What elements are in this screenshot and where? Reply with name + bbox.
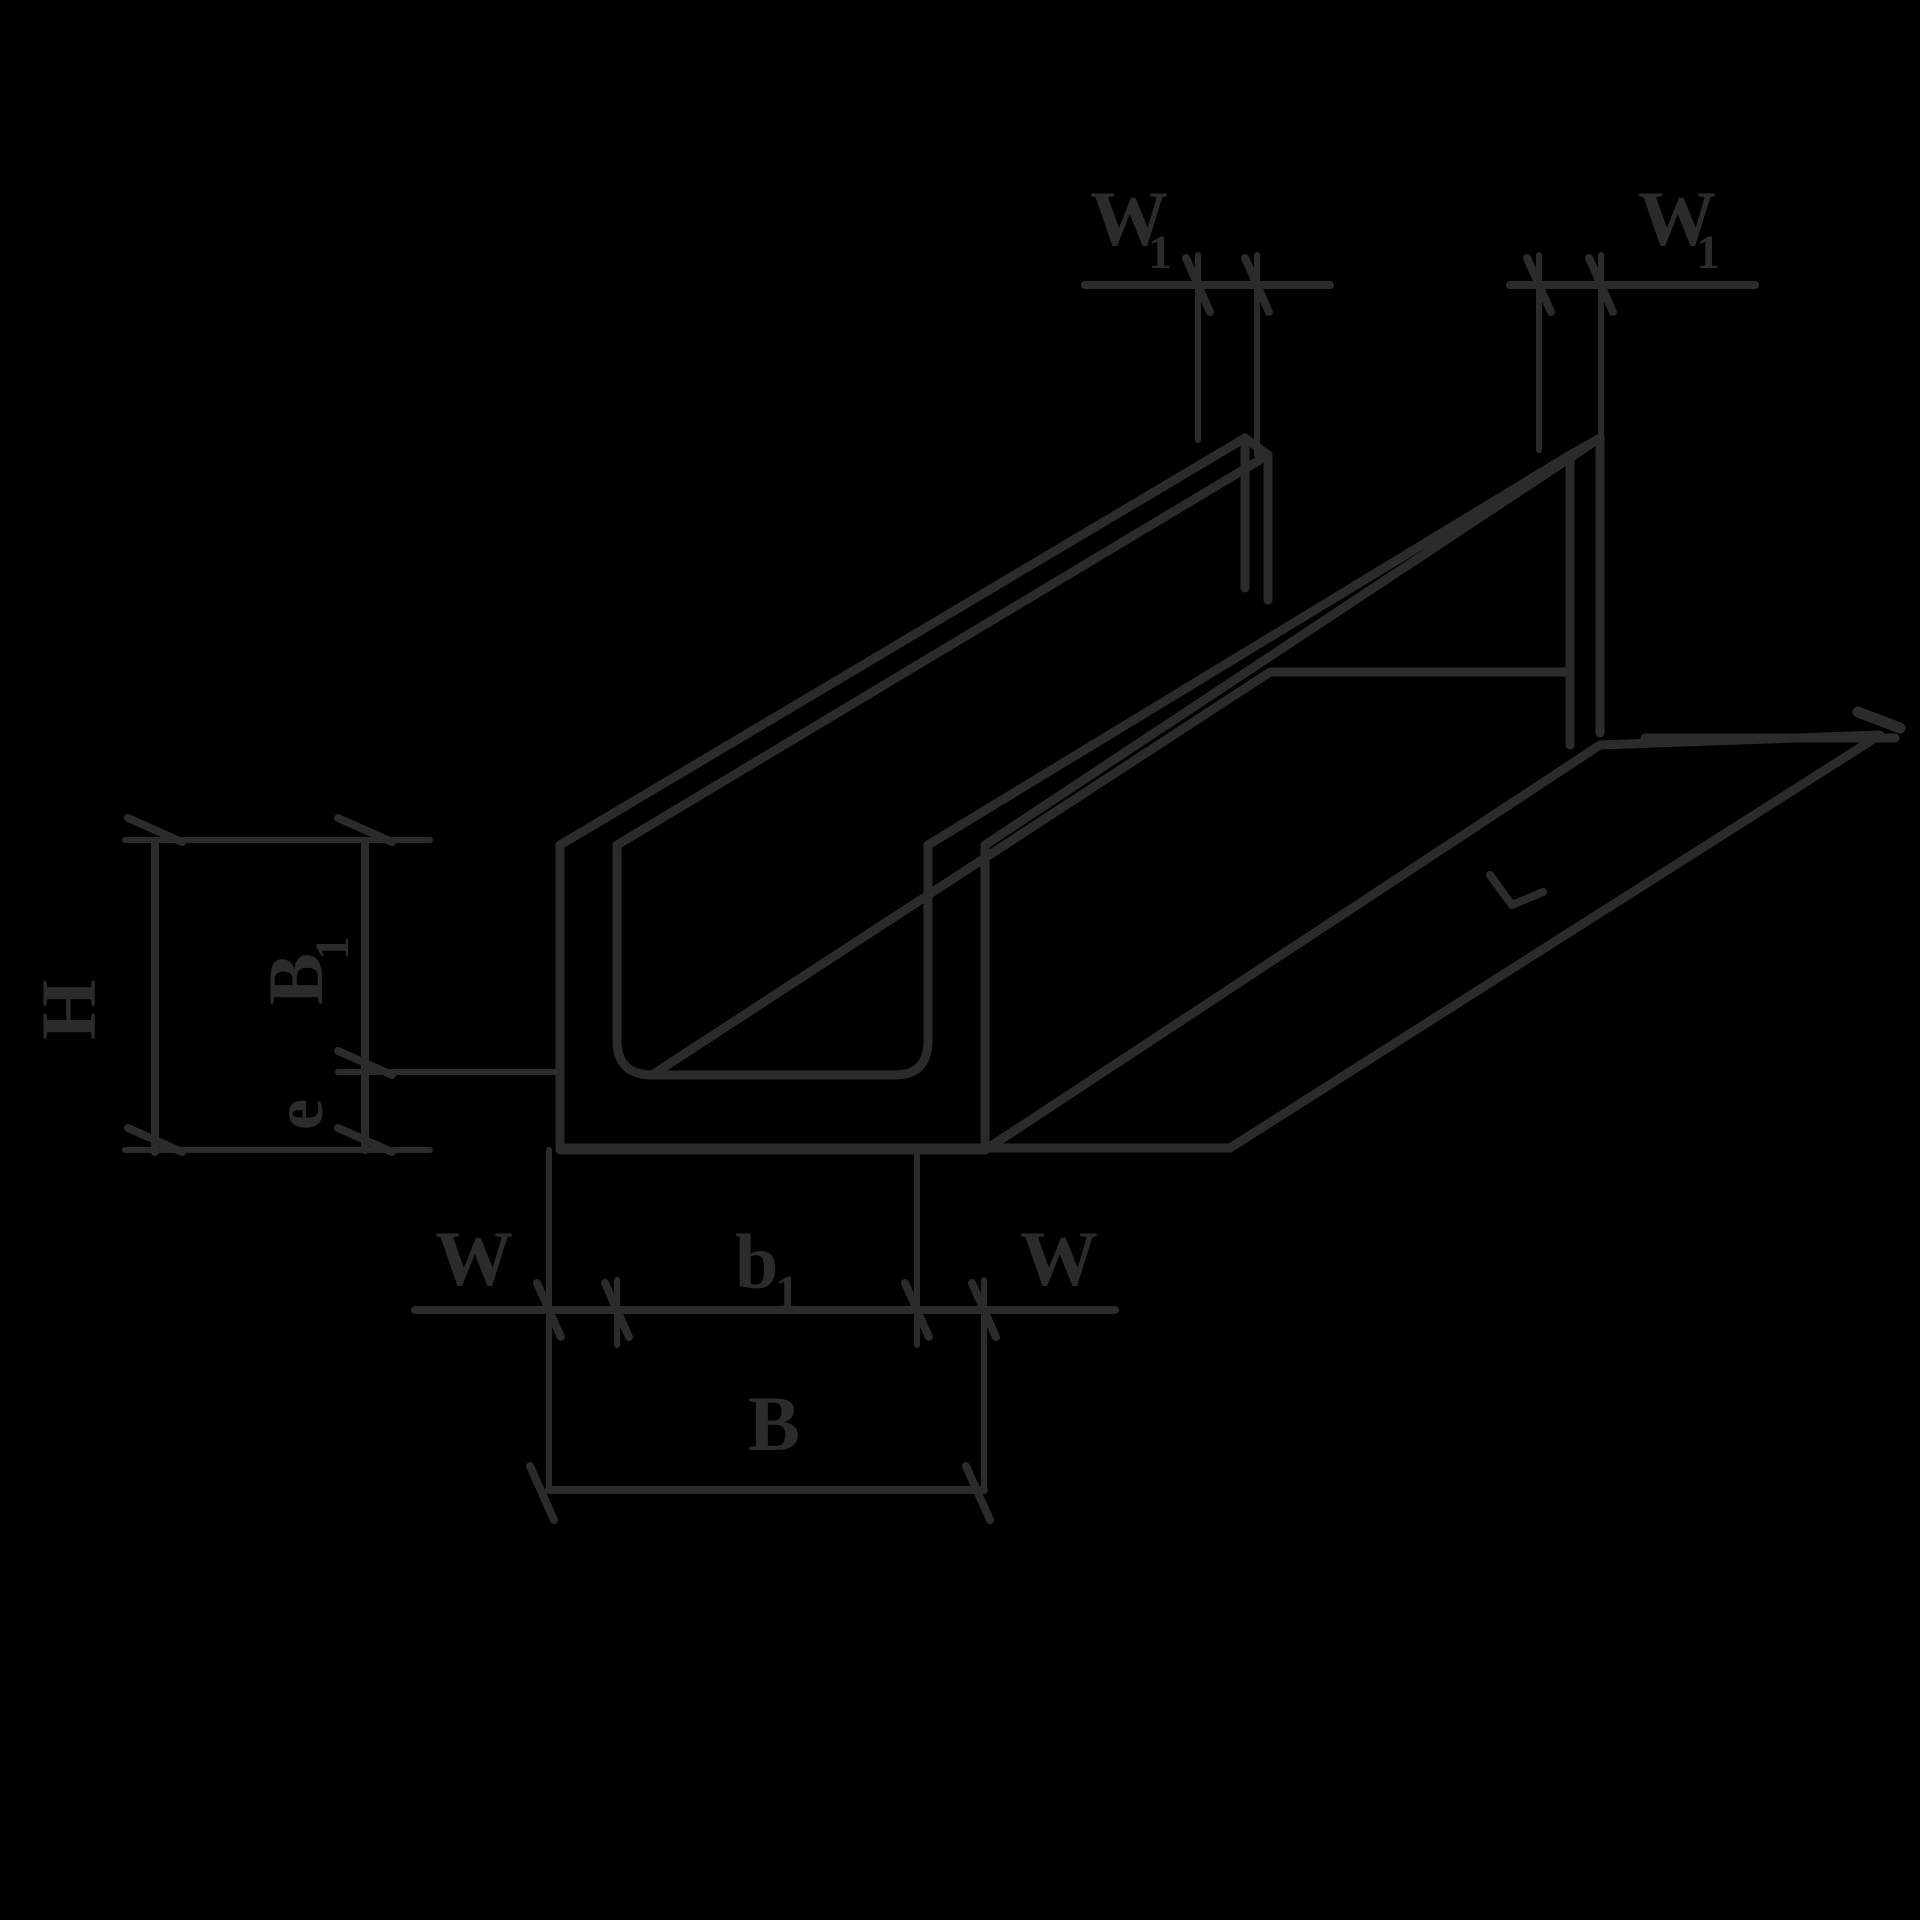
dimension-group-left [122, 814, 563, 1156]
right-flange-rear-top-cap [1565, 433, 1605, 460]
label-b1-inner-subscript: 1 [306, 936, 359, 960]
dimension-group-top-left [1081, 252, 1334, 458]
label-b1-bottom-subscript: 1 [775, 1266, 799, 1319]
label-e-text: e [261, 1099, 338, 1130]
label-w1-top-left-text: W [1090, 175, 1168, 262]
dimension-group-bottom-inner [411, 1147, 1119, 1493]
right-axis-leader [1640, 706, 1906, 743]
left-flange-outer-top-edge [555, 433, 1250, 850]
label-w1-top-right: W 1 [1638, 175, 1720, 279]
label-b1-bottom-text: b [735, 1218, 778, 1305]
right-flange-outer-top-edge [923, 450, 1575, 850]
front-face-inner-profile [612, 840, 933, 1080]
label-b-overall: B [748, 1380, 800, 1467]
label-w1-top-left: W 1 [1090, 175, 1172, 279]
label-w1-top-right-subscript: 1 [1696, 226, 1720, 279]
label-e: e [261, 1099, 338, 1130]
label-h-text: H [25, 979, 112, 1040]
label-b1-bottom: b 1 [735, 1218, 799, 1319]
label-b1-inner-text: B [252, 953, 339, 1005]
right-axis-end-cap [1852, 706, 1906, 734]
bottom-outer-diagonal-right [1225, 730, 1885, 1153]
label-w-bottom-left: W [435, 1215, 513, 1302]
right-flange-inner-top-edge [980, 433, 1605, 850]
label-h: H [25, 979, 112, 1040]
label-w1-top-left-subscript: 1 [1148, 226, 1172, 279]
inner-web-surface-diagonal [647, 667, 1275, 1080]
dim-b-tick-right [962, 1462, 994, 1524]
dimension-group-bottom-outer [526, 1462, 994, 1524]
left-flange-inner-top-edge [612, 450, 1273, 850]
label-w1-top-right-text: W [1638, 175, 1716, 262]
label-b1-inner: B 1 [252, 936, 359, 1005]
dim-b1-tick-top [334, 814, 396, 846]
bottom-outer-diagonal-left [980, 740, 1605, 1155]
dimension-group-top-right [1506, 252, 1759, 453]
bottom-plane-corner-tick [1486, 871, 1547, 909]
label-w-bottom-right: W [1020, 1215, 1098, 1302]
dim-b-tick-left [526, 1462, 558, 1524]
channel-body-geometry [555, 433, 1885, 1155]
dim-e-tick-bottom [334, 1124, 396, 1156]
